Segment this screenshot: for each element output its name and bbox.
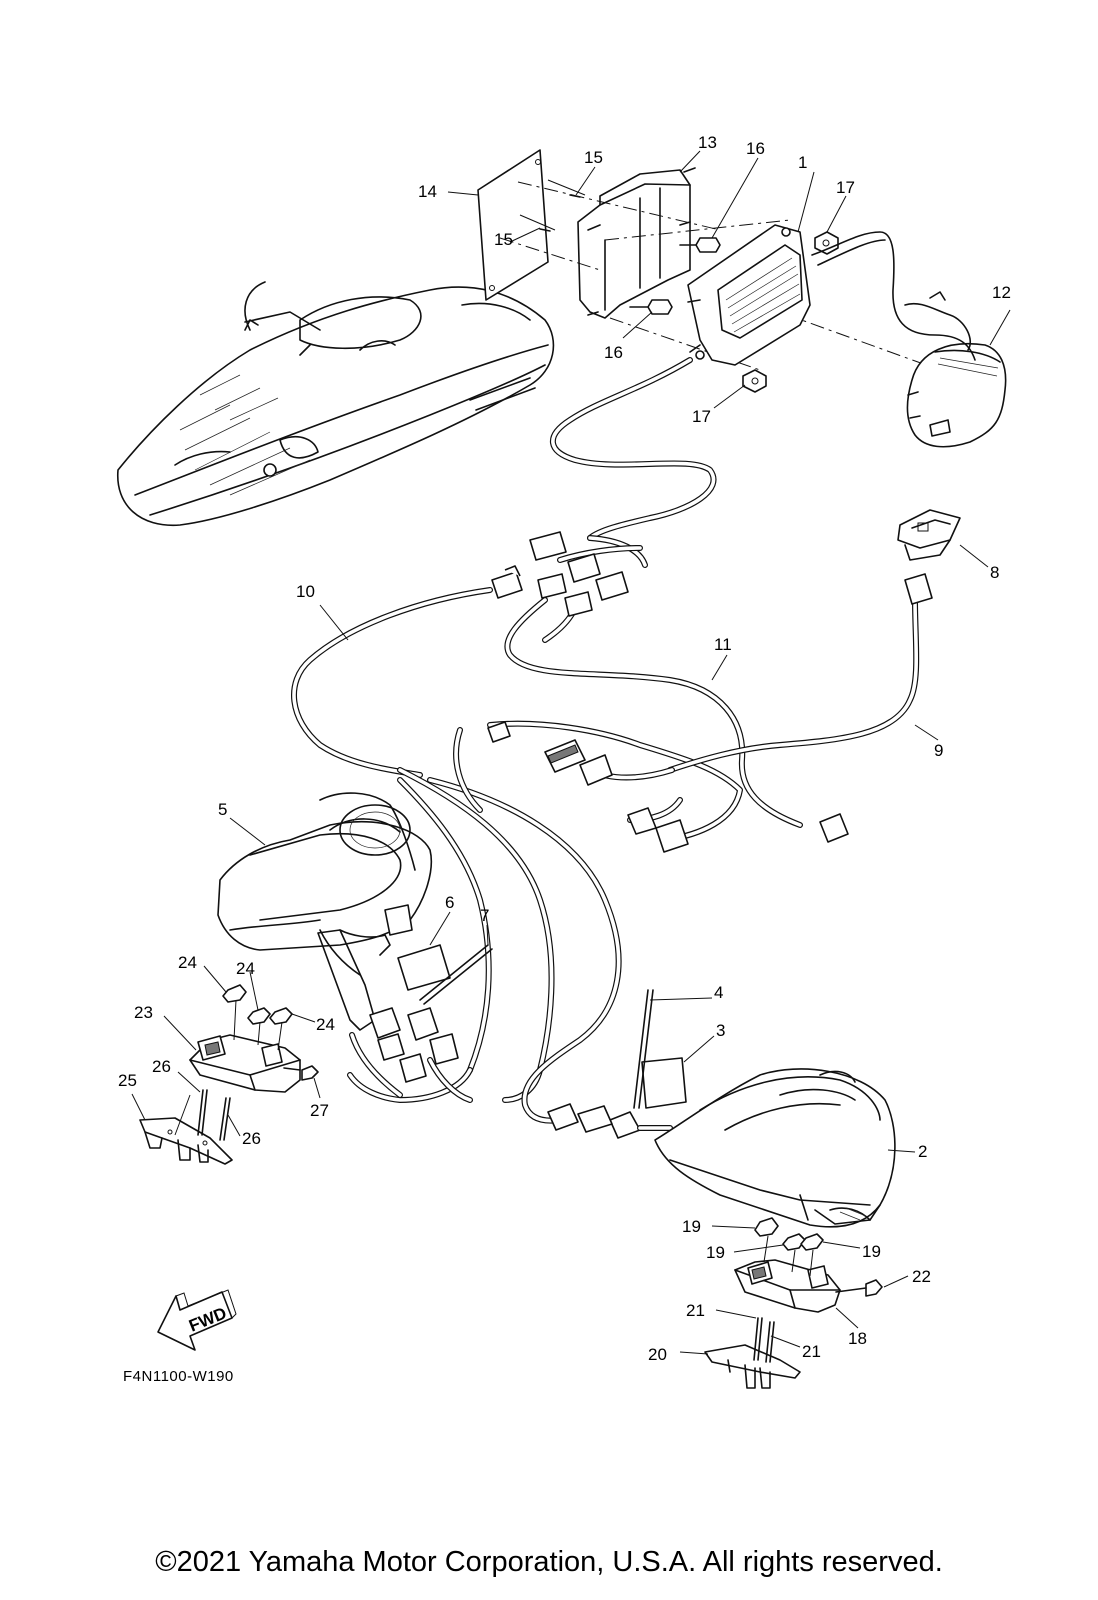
ecu-bracket-plate	[477, 149, 941, 371]
callout-12: 12	[992, 283, 1011, 302]
callout-19b: 19	[706, 1243, 725, 1262]
callout-25: 25	[118, 1071, 137, 1090]
callout-10: 10	[296, 582, 315, 601]
pins-26	[174, 1089, 231, 1141]
meter-bracket-18	[734, 1217, 883, 1313]
meter-plate-20	[704, 1344, 801, 1389]
wire-harness-9	[544, 573, 933, 786]
callout-19a: 19	[682, 1217, 701, 1236]
callout-8: 8	[990, 563, 999, 582]
callout-24a: 24	[178, 953, 197, 972]
callout-numbers: 1 2 3 4 5 6 7 8 9 10 11 12 13 14 15 15 1…	[118, 133, 1011, 1364]
callout-13: 13	[698, 133, 717, 152]
cable-tie-4	[633, 989, 654, 1109]
callout-15b: 15	[494, 230, 513, 249]
leader-lines	[131, 150, 1011, 1355]
callout-1: 1	[798, 153, 807, 172]
callout-27: 27	[310, 1101, 329, 1120]
callout-19c: 19	[862, 1242, 881, 1261]
switch-part-8	[897, 509, 961, 561]
copyright-notice: ©2021 Yamaha Motor Corporation, U.S.A. A…	[155, 1546, 943, 1578]
meter-plate-25	[139, 1117, 233, 1165]
callout-23: 23	[134, 1003, 153, 1022]
callout-15a: 15	[584, 148, 603, 167]
pins-21	[753, 1317, 775, 1363]
callout-26a: 26	[152, 1057, 171, 1076]
callout-24b: 24	[236, 959, 255, 978]
callout-4: 4	[714, 983, 723, 1002]
label-6	[397, 944, 451, 991]
callout-7: 7	[480, 906, 489, 925]
callout-26b: 26	[242, 1129, 261, 1148]
callout-14: 14	[418, 182, 437, 201]
cable-tie-7	[419, 944, 493, 1005]
meter-unit-5	[217, 792, 473, 1103]
callout-20: 20	[648, 1345, 667, 1364]
callout-22: 22	[912, 1267, 931, 1286]
callout-6: 6	[445, 893, 454, 912]
wire-harness-10	[291, 357, 717, 1139]
label-3	[641, 1057, 687, 1109]
diagram-code: F4N1100-W190	[123, 1368, 234, 1385]
watercraft-illustration	[117, 281, 555, 526]
meter-bracket-23	[189, 984, 319, 1093]
ecu-unit	[687, 224, 839, 393]
callout-24c: 24	[316, 1015, 335, 1034]
callout-21a: 21	[686, 1301, 705, 1320]
callout-9: 9	[934, 741, 943, 760]
callout-16b: 16	[604, 343, 623, 362]
callout-11: 11	[714, 635, 732, 654]
callout-5: 5	[218, 800, 227, 819]
callout-3: 3	[716, 1021, 725, 1040]
parts-diagram: FWD	[117, 133, 1011, 1389]
ecu-cover	[906, 343, 1007, 448]
callout-17a: 17	[836, 178, 855, 197]
callout-2: 2	[918, 1142, 927, 1161]
callout-18: 18	[848, 1329, 867, 1348]
fwd-direction-arrow: FWD	[157, 1289, 237, 1351]
callout-21b: 21	[802, 1342, 821, 1361]
meter-unit-2	[654, 1068, 896, 1228]
callout-17b: 17	[692, 407, 711, 426]
callout-16a: 16	[746, 139, 765, 158]
